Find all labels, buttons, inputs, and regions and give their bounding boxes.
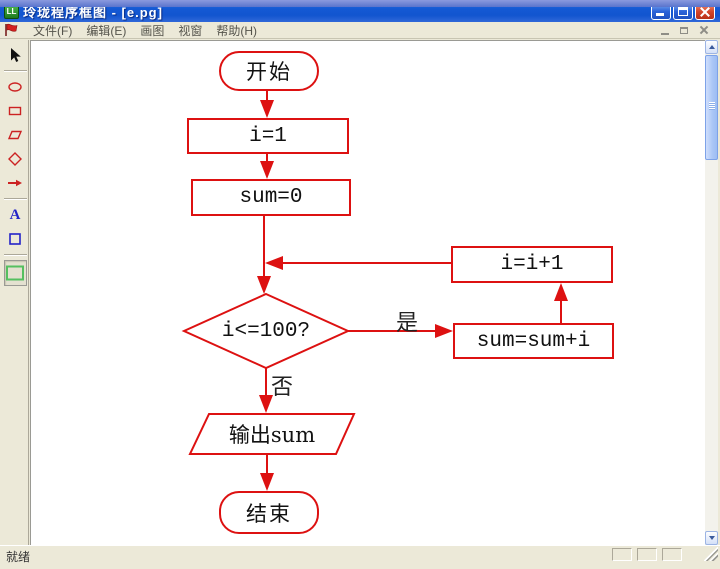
output-parallelogram-shape[interactable] [188,413,356,455]
rectangle-shape-icon [8,106,22,116]
node-init-i[interactable]: i=1 [187,118,349,154]
decision-diamond-shape[interactable] [181,292,351,370]
node-init-sum[interactable]: sum=0 [191,179,351,216]
maximize-button[interactable] [673,3,693,20]
node-start[interactable]: 开始 [219,51,319,91]
parallelogram-shape-icon [7,130,23,140]
node-increment[interactable]: i=i+1 [451,246,613,283]
text-tool-icon: A [9,206,21,223]
window-border-bottom [0,0,720,7]
parallelogram-tool[interactable] [4,124,27,146]
terminal-oval-tool[interactable] [4,76,27,98]
text-tool[interactable]: A [4,204,27,226]
vertical-scrollbar[interactable] [705,40,718,545]
mdi-minimize-icon [661,33,669,35]
mdi-controls [659,24,712,37]
diamond-tool[interactable] [4,148,27,170]
status-panel [662,548,682,561]
edge-label-yes: 是 [396,311,419,336]
node-end[interactable]: 结束 [219,491,319,534]
toolbox-separator [3,70,27,72]
flag-icon [5,23,18,36]
blue-rectangle-tool[interactable] [4,228,27,250]
menu-bar: 文件(F) 编辑(E) 画图 视窗 帮助(H) [0,22,720,39]
node-add[interactable]: sum=sum+i [453,323,614,359]
mdi-restore-icon [680,27,688,34]
menu-draw[interactable]: 画图 [140,23,165,38]
mdi-close-button[interactable] [697,24,712,37]
shape-toolbox: A [2,40,29,545]
resize-grip[interactable] [704,547,718,561]
node-decision-label[interactable]: i<=100? [221,319,311,343]
toolbox-separator [3,198,27,200]
green-rectangle-tool[interactable] [3,260,27,286]
mdi-minimize-button[interactable] [659,24,674,37]
scrollbar-thumb[interactable] [705,55,718,160]
rectangle-tool[interactable] [4,100,27,122]
scroll-down-button[interactable] [705,531,718,545]
menu-window[interactable]: 视窗 [178,23,203,38]
window-title: 玲珑程序框图 - [e.pg] [23,4,163,20]
status-bar: 就绪 [0,545,720,564]
mdi-restore-button[interactable] [678,24,693,37]
green-square-icon [6,265,24,281]
edge-label-no: 否 [271,375,294,400]
menu-file[interactable]: 文件(F) [33,23,73,38]
drawing-canvas[interactable]: 开始 i=1 sum=0 i<=100? i=i+1 sum=sum+i 输出s… [30,40,705,545]
oval-shape-icon [8,82,22,92]
scroll-up-button[interactable] [705,40,718,54]
diamond-shape-icon [8,152,22,166]
scroll-up-icon [708,45,715,49]
status-panel [612,548,632,561]
cursor-icon [11,48,21,62]
flow-connectors [181,91,568,491]
status-message: 就绪 [6,550,31,564]
blue-square-icon [9,233,21,245]
node-output-label[interactable]: 输出sum [228,423,316,447]
scroll-down-icon [708,536,715,540]
status-panel [637,548,657,561]
arrow-connector-tool[interactable] [4,172,27,194]
toolbox-separator [3,254,27,256]
maximize-icon [678,7,688,16]
minimize-icon [656,13,664,16]
menu-edit[interactable]: 编辑(E) [86,23,127,38]
menu-help[interactable]: 帮助(H) [216,23,258,38]
select-cursor-tool[interactable] [4,44,27,66]
app-icon: LL [4,3,19,19]
arrow-icon [8,179,22,187]
